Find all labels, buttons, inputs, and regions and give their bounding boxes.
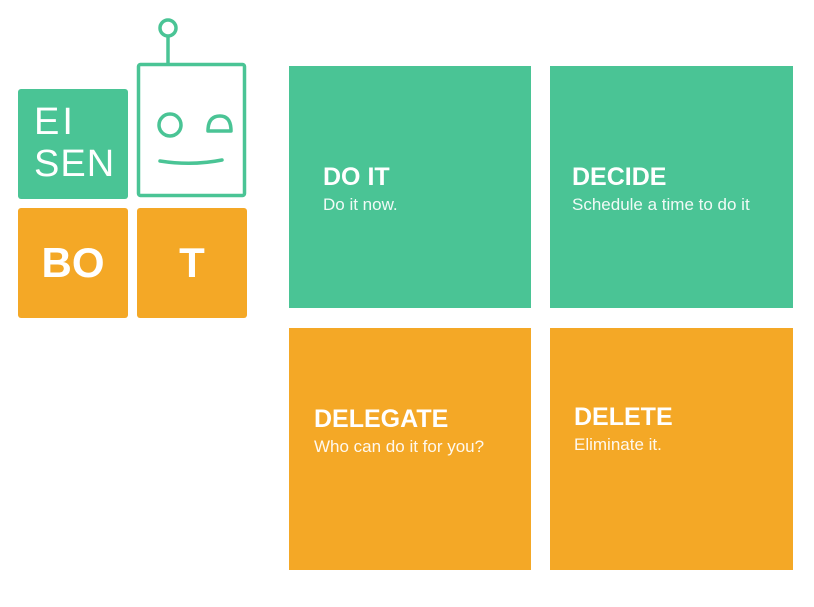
eisenbot-logo: EI SEN BO T — [0, 0, 260, 330]
logo-tile-eisen: EI SEN — [18, 89, 128, 199]
logo-text-line1: EI — [34, 101, 76, 143]
logo-tile-t: T — [137, 208, 247, 318]
quadrant-delete[interactable]: DELETE Eliminate it. — [550, 328, 793, 570]
robot-head-icon — [136, 18, 247, 198]
quadrant-title: DO IT — [323, 163, 390, 191]
quadrant-subtitle: Do it now. — [323, 195, 398, 214]
quadrant-title: DELETE — [574, 403, 673, 431]
logo-text-line2: SEN — [34, 143, 116, 185]
quadrant-subtitle: Eliminate it. — [574, 435, 662, 454]
quadrant-decide[interactable]: DECIDE Schedule a time to do it — [550, 66, 793, 308]
quadrant-subtitle: Schedule a time to do it — [572, 195, 750, 214]
quadrant-subtitle: Who can do it for you? — [314, 437, 485, 456]
quadrant-do-it[interactable]: DO IT Do it now. — [289, 66, 531, 308]
logo-tile-bo: BO — [18, 208, 128, 318]
quadrant-title: DELEGATE — [314, 405, 449, 433]
quadrant-title: DECIDE — [572, 163, 667, 191]
quadrant-delegate[interactable]: DELEGATE Who can do it for you? — [289, 328, 531, 570]
